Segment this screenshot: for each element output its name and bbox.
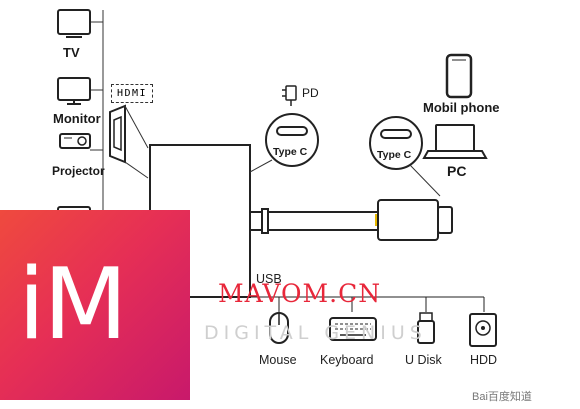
- watermark-logo-text: iM: [18, 248, 128, 362]
- tv-label: TV: [63, 45, 80, 60]
- pd-plug-icon: [282, 85, 297, 106]
- usb-item-label: Keyboard: [320, 353, 374, 367]
- phone-icon: [445, 53, 473, 99]
- mouse-icon: [269, 312, 289, 344]
- typec-pc-label: Type C: [377, 149, 412, 161]
- usb-item-label: Mouse: [259, 353, 297, 367]
- usb-item-label: U Disk: [405, 353, 442, 367]
- keyboard-icon: [329, 317, 377, 341]
- watermark-subtitle: DIGITAL GENIUS: [204, 322, 427, 344]
- usb-item-label: HDD: [470, 353, 498, 367]
- pd-label: PD: [302, 86, 319, 100]
- usb-label: USB: [256, 272, 282, 286]
- usb-c-cable: [268, 199, 453, 241]
- projector-icon: [59, 133, 91, 149]
- laptop-icon: [422, 124, 488, 159]
- typec-pd-port: [249, 113, 319, 173]
- watermark-logo: iM: [0, 210, 190, 400]
- monitor-label: Monitor: [53, 111, 101, 126]
- typec-pc-port: [369, 116, 441, 197]
- hdd-icon: [469, 313, 497, 347]
- typec-pd-label: Type C: [273, 146, 308, 158]
- hdmi-port-icon: [109, 104, 149, 179]
- monitor-icon: [57, 77, 91, 105]
- pc-label: PC: [447, 163, 467, 179]
- hdmi-label: HDMI: [111, 84, 153, 103]
- usb-disk-icon: [417, 312, 435, 344]
- tv-icon: [57, 9, 91, 38]
- phone-label: Mobil phone: [423, 100, 500, 115]
- watermark-brand: MAVOM.CN: [218, 279, 382, 308]
- baidu-watermark: Bai百度知道: [472, 391, 532, 403]
- projector-label: Projector: [52, 164, 105, 178]
